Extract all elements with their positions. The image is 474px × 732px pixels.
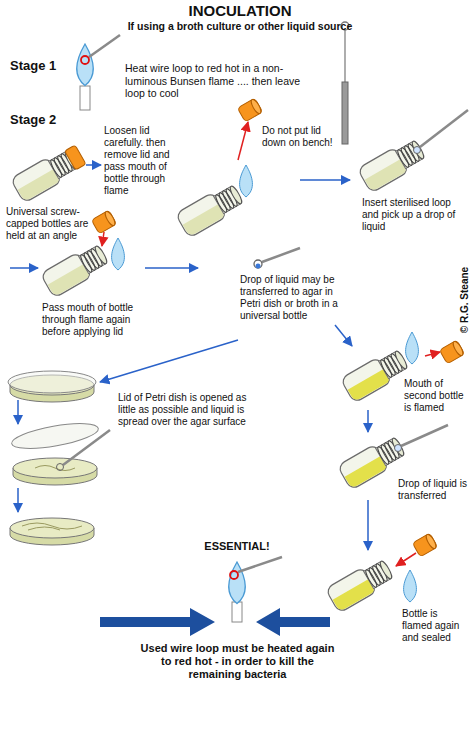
cap-arrow [425, 352, 440, 356]
dish-lid [8, 371, 96, 393]
capped-bottle [10, 142, 87, 203]
step-arrow [300, 179, 350, 181]
hot-loop [230, 571, 238, 579]
bottle-cap [91, 210, 116, 234]
loop-wire [344, 30, 345, 82]
bottle [340, 346, 410, 403]
loop-handle [238, 557, 282, 572]
cap-arrow [102, 232, 104, 246]
step-note: Bottle is flamed again and sealed [402, 608, 470, 644]
step-arrow [367, 500, 369, 550]
cap-arrow [396, 553, 416, 566]
loop-handle [89, 35, 120, 57]
warning-note: Do not put lid down on bench! [262, 125, 342, 149]
warning-note: Used wire loop must be heated again to r… [140, 642, 335, 682]
petri-dish [10, 518, 94, 545]
loop [57, 464, 64, 471]
hot-loop [81, 56, 89, 64]
streak [35, 466, 75, 471]
loop-handle [342, 82, 348, 144]
step-note: Heat wire loop to red hot in a non-lumin… [125, 62, 320, 100]
loop-with-drop [395, 445, 402, 452]
wire-loop [341, 22, 349, 144]
closed-petri-dish [8, 371, 96, 402]
loop-with-drop [414, 147, 421, 154]
bottle-cap [439, 340, 464, 364]
step-arrow [86, 164, 101, 166]
stage-heading: Stage 2 [10, 112, 70, 128]
bottle [337, 433, 407, 490]
step-note: Lid of Petri dish is opened as little as… [118, 392, 253, 428]
bottle-cap [237, 98, 262, 122]
bunsen-burner [77, 35, 120, 110]
flame [112, 238, 125, 270]
bottle [175, 181, 245, 238]
stage-heading: Stage 1 [10, 58, 70, 74]
big-arrow [100, 608, 215, 636]
step-note: Drop of liquid may be transferred to aga… [240, 274, 352, 322]
loop-handle [262, 248, 300, 262]
petri-dish [13, 458, 97, 485]
branch-arrow [335, 325, 352, 346]
burner-tube [232, 602, 242, 622]
big-arrow [256, 608, 330, 636]
loop-handle [401, 425, 448, 446]
step-arrow [17, 488, 19, 512]
loop-handle [420, 110, 468, 147]
flame [404, 570, 417, 602]
burner-tube [80, 86, 90, 110]
flame [240, 165, 253, 197]
bottle [325, 556, 395, 613]
bottle-cap [65, 145, 86, 170]
subtitle: If using a broth culture or other liquid… [3, 20, 474, 33]
bottle [357, 136, 427, 193]
flame [406, 332, 419, 364]
step-note: Mouth of second bottle is flamed [404, 378, 470, 414]
step-note: Universal screw-capped bottles are held … [6, 206, 98, 242]
open-petri-dish [10, 419, 110, 485]
step-arrow [367, 410, 369, 432]
branch-arrow [100, 340, 238, 382]
streaked-petri-dish [10, 518, 94, 545]
step-arrow [10, 267, 38, 269]
cap-arrow [238, 122, 248, 160]
step-arrow [145, 267, 198, 269]
step-note: Drop of liquid is transferred [398, 478, 470, 502]
loop-handle [63, 430, 110, 465]
step-note: Loosen lid carefully. then remove lid an… [104, 125, 184, 197]
liquid-drop [256, 264, 261, 269]
step-note: Pass mouth of bottle through flame again… [42, 302, 137, 338]
step-note: Insert sterilised loop and pick up a dro… [362, 197, 470, 233]
step-arrow [17, 400, 19, 424]
loop [254, 260, 262, 268]
diagram-title: INOCULATION [3, 2, 474, 20]
watermark: © R.G. Steane [459, 265, 471, 335]
warning-heading: ESSENTIAL! [187, 540, 287, 553]
bunsen-flame [77, 44, 94, 86]
streak [22, 523, 82, 530]
bunsen-flame [229, 562, 246, 604]
bottle [40, 241, 110, 298]
